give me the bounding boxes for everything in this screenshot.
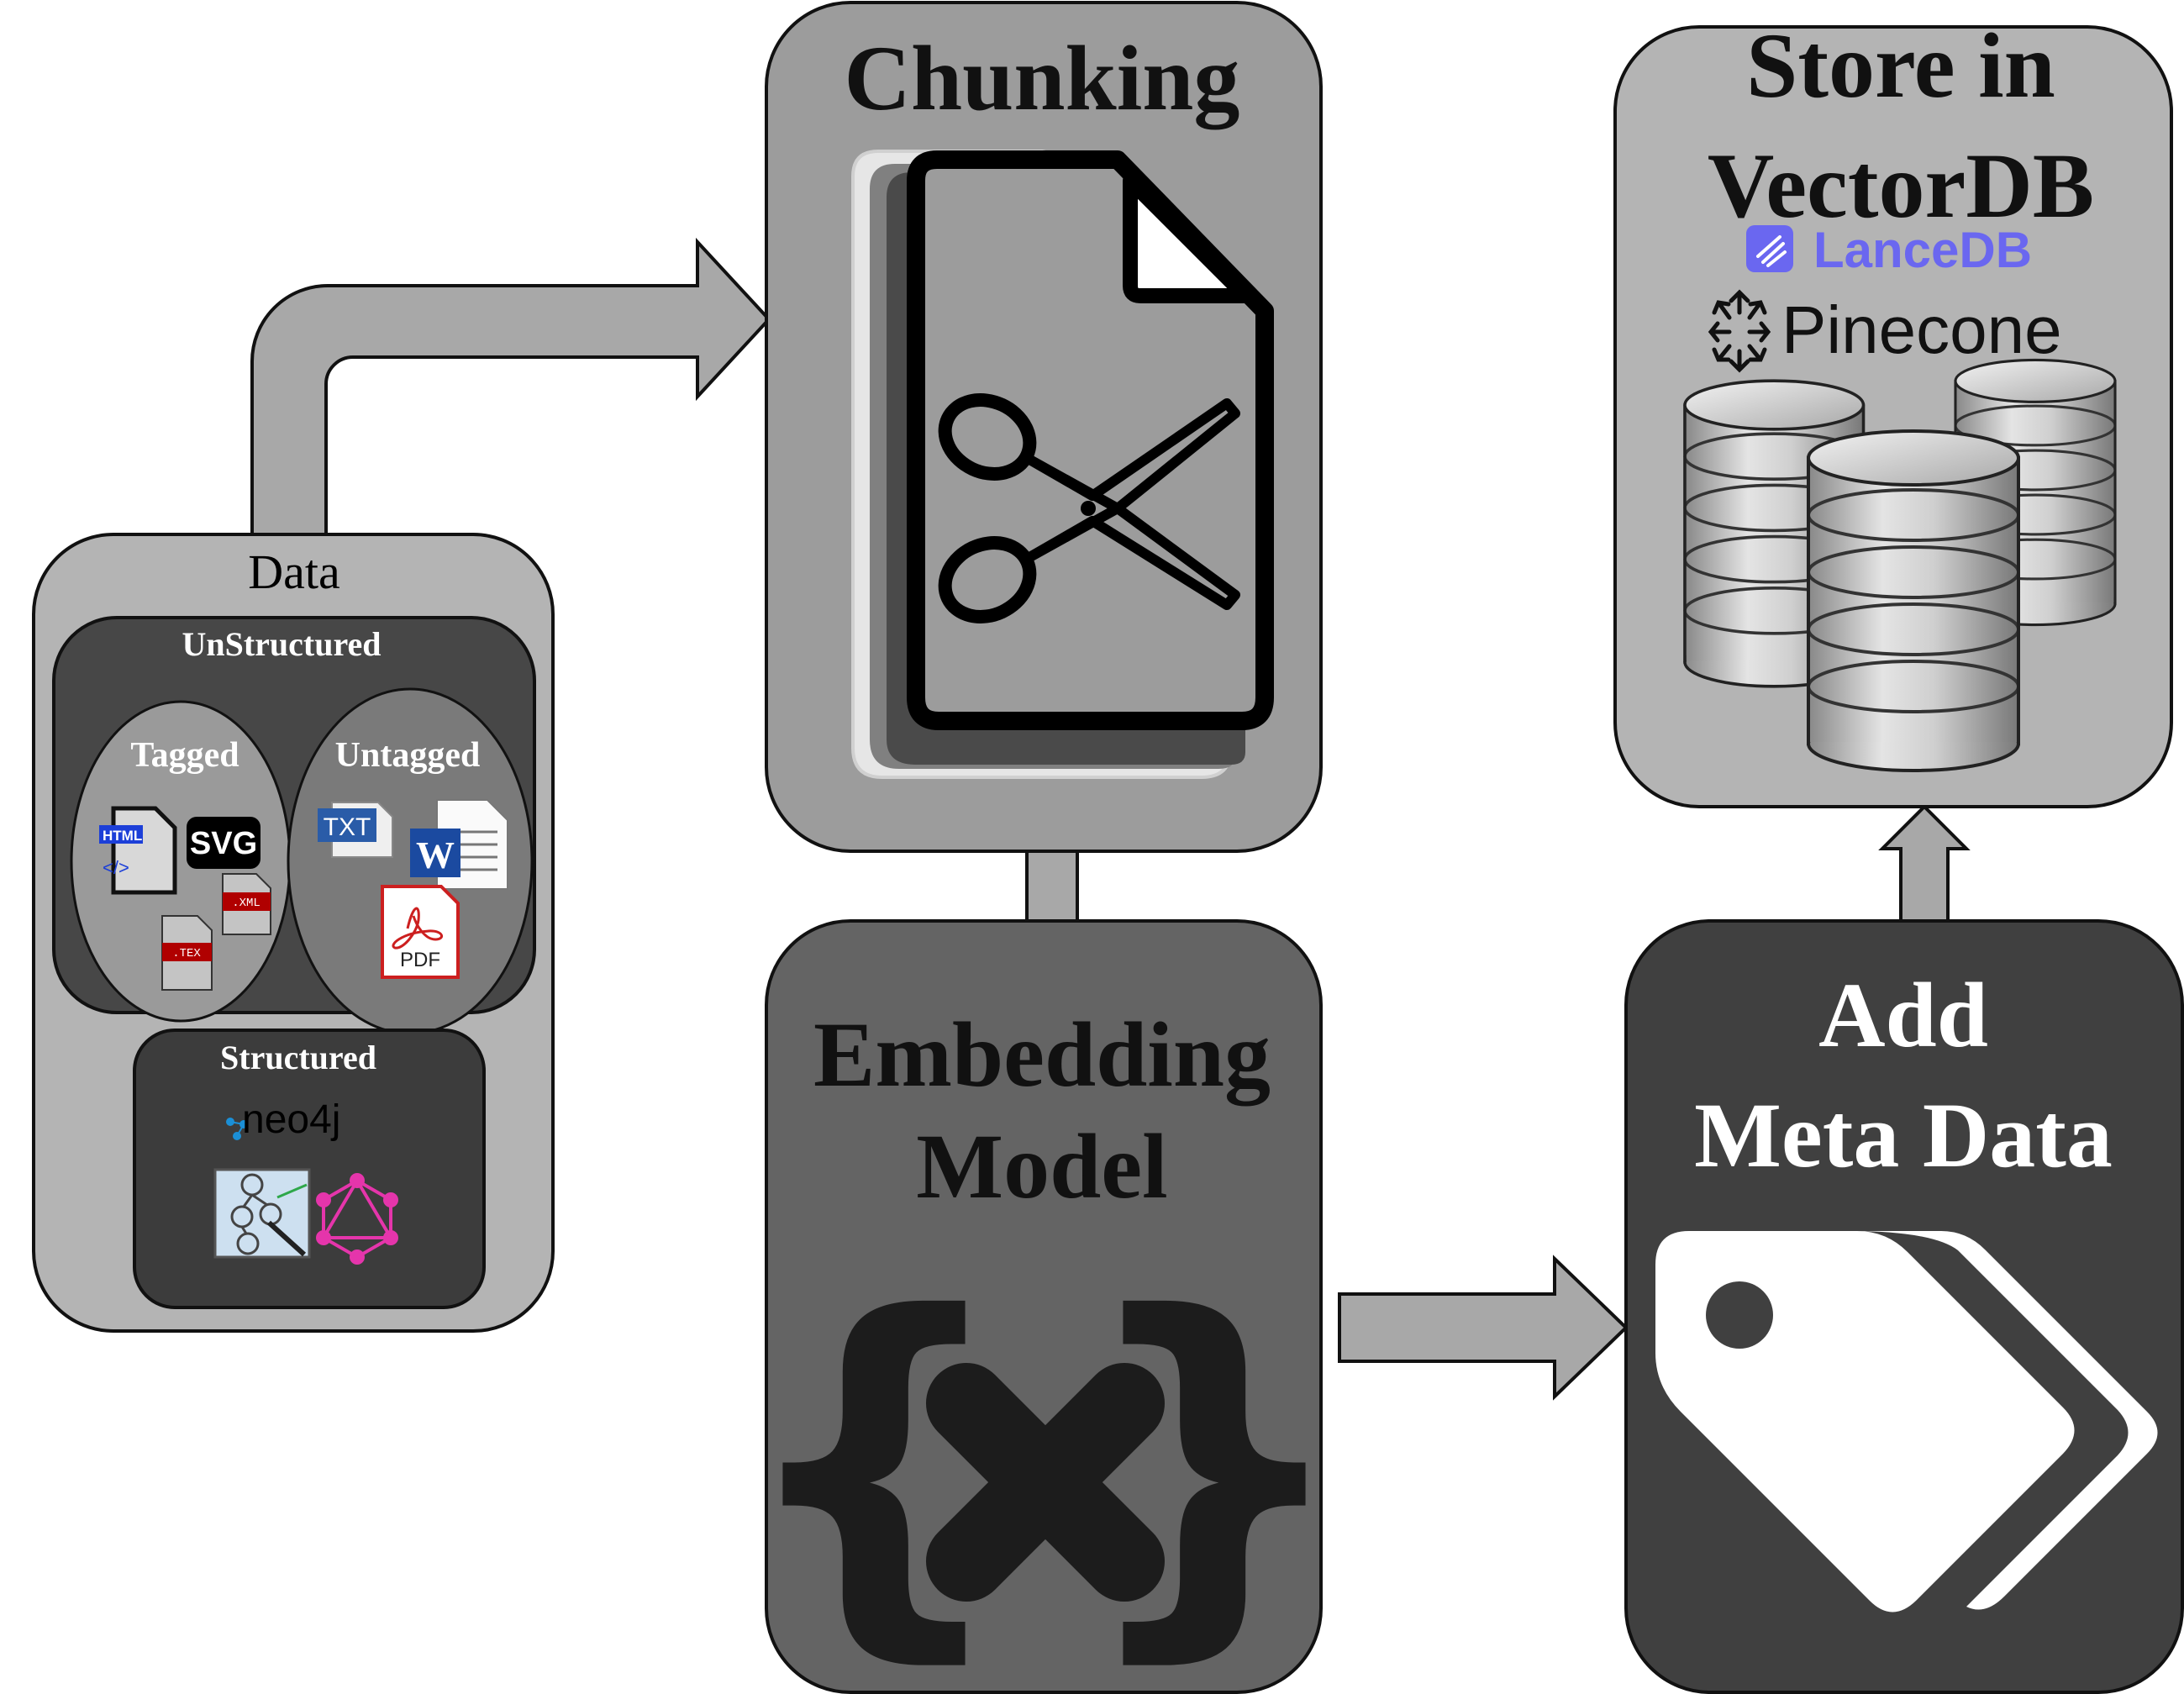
data-title: Data	[248, 544, 340, 599]
neo4j-logo: neo4j	[226, 1097, 340, 1142]
scissors-icon	[938, 393, 1240, 623]
svg-file-icon: SVG	[187, 817, 261, 869]
embedding-title-line1: Embedding	[813, 1003, 1271, 1106]
chunking-title: Chunking	[845, 27, 1240, 129]
svg-text:LanceDB: LanceDB	[1813, 222, 2032, 278]
pinecone-icon	[1708, 289, 1771, 373]
embedding-to-metadata-arrow	[1338, 1255, 1629, 1401]
metadata-box: Add Meta Data	[1624, 919, 2184, 1694]
word-file-icon: W	[410, 799, 508, 890]
pdf-file-icon: PDF	[381, 885, 460, 979]
svg-text:SVG: SVG	[190, 826, 257, 861]
vectordb-box: Store in VectorDB LanceDB Pinecone	[1613, 14, 2173, 808]
untagged-group: Untagged TXT W	[287, 687, 534, 1035]
svg-text:.TEX: .TEX	[172, 947, 201, 960]
vectordb-title-line2: VectorDB	[1708, 134, 2094, 237]
pinecone-logo: Pinecone	[1708, 289, 2062, 373]
svg-text:HTML: HTML	[103, 828, 142, 844]
tagged-title: Tagged	[130, 736, 239, 775]
data-box: Data UnStructured Tagged HTML </> SVG	[32, 533, 555, 1333]
svg-text:TXT: TXT	[324, 813, 371, 841]
unstructured-title: UnStructured	[182, 625, 381, 663]
svg-text:neo4j: neo4j	[242, 1097, 340, 1142]
xml-file-icon: .XML	[222, 873, 271, 935]
svg-text:PDF: PDF	[400, 949, 440, 971]
svg-text:Pinecone: Pinecone	[1781, 292, 2062, 367]
data-to-chunking-arrow	[250, 237, 771, 536]
tags-icon	[1655, 1231, 2158, 1612]
curly-braces-x-icon: { }	[734, 1234, 1355, 1694]
unstructured-panel: UnStructured Tagged HTML </> SVG	[52, 616, 536, 1035]
lancedb-logo: LanceDB	[1746, 222, 2032, 278]
svg-text:W: W	[416, 834, 455, 876]
embedding-title-line2: Model	[916, 1115, 1167, 1218]
untagged-title: Untagged	[335, 736, 481, 775]
html-file-icon: HTML </>	[99, 806, 177, 895]
chunking-box: Chunking	[765, 1, 1323, 853]
embedding-box: Embedding Model { }	[734, 919, 1355, 1694]
chunking-to-embedding-connector	[1025, 849, 1079, 923]
txt-file-icon: TXT	[318, 802, 393, 858]
metadata-title-line1: Add	[1818, 964, 1988, 1066]
left-brace: {	[734, 1234, 1015, 1694]
graphql-icon	[316, 1173, 398, 1265]
svg-text:</>: </>	[103, 857, 129, 878]
metadata-to-vectordb-arrow	[1878, 804, 1971, 923]
right-brace: }	[1074, 1234, 1355, 1694]
document-scissors-icon	[851, 150, 1274, 779]
structured-panel: Structured neo4j	[133, 1028, 486, 1309]
vectordb-title-line1: Store in	[1746, 14, 2055, 117]
tex-file-icon: .TEX	[161, 915, 213, 991]
tagged-group: Tagged HTML </> SVG .XML	[70, 700, 292, 1023]
structured-title: Structured	[220, 1039, 376, 1076]
metadata-title-line2: Meta Data	[1694, 1084, 2113, 1186]
svg-text:.XML: .XML	[232, 897, 261, 910]
graph-editor-icon	[213, 1168, 311, 1259]
